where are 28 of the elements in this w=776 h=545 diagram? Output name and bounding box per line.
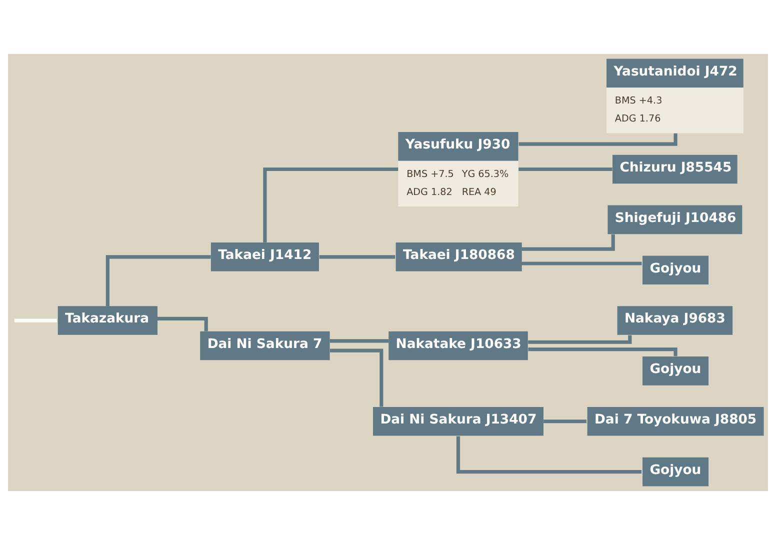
node-box: Takaei J1412 [210, 242, 319, 272]
connector [330, 348, 384, 407]
node-box: Dai 7 Toyokuwa J8805 [587, 406, 764, 436]
connector [518, 133, 678, 146]
connector [157, 316, 208, 332]
node-box: Gojyou [642, 356, 709, 386]
connector [14, 318, 57, 322]
node-box: Chizuru J85545 [612, 154, 738, 184]
node-box: Dai Ni Sakura J13407 [373, 406, 544, 436]
node-box: Takaei J180868 [396, 242, 522, 272]
node-box: Shigefuji J10486 [608, 205, 742, 234]
node-box: Takazakura [58, 306, 158, 335]
node-box: Nakaya J9683 [617, 306, 733, 335]
connector [319, 255, 396, 259]
connector [330, 339, 389, 343]
node-box: Dai Ni Sakura 7 [200, 331, 330, 360]
connector [106, 255, 211, 306]
node-box: Nakatake J10633 [388, 331, 528, 360]
connector [263, 167, 398, 242]
connector [522, 234, 615, 251]
connector [522, 262, 642, 266]
connector [528, 335, 632, 344]
connector [544, 420, 586, 424]
connector [518, 167, 612, 172]
connector [528, 348, 678, 356]
connector [456, 436, 642, 474]
node-box: Gojyou [642, 256, 709, 284]
node-box: Gojyou [642, 457, 709, 486]
